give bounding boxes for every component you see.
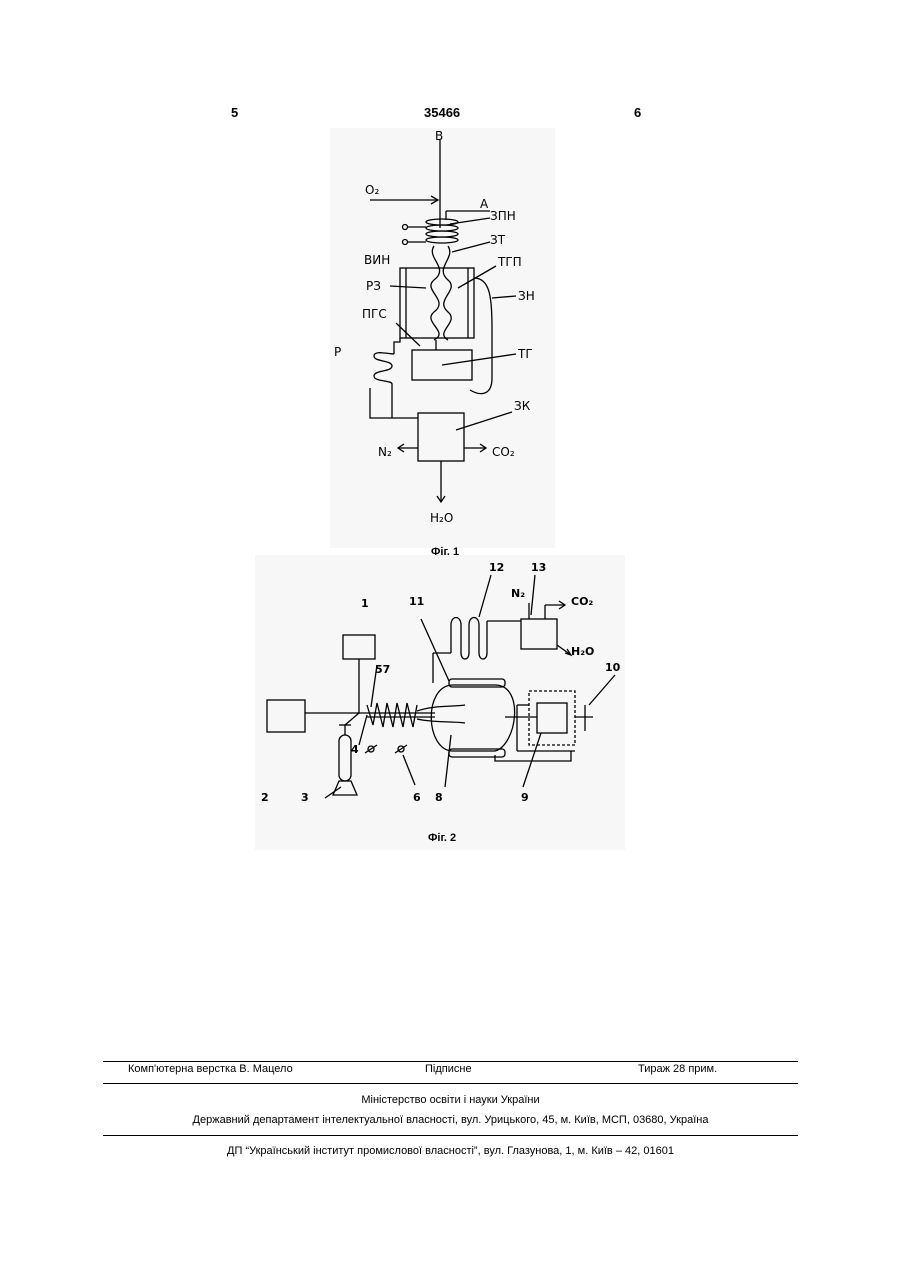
footer-divider-top: [103, 1061, 798, 1062]
label-O2: O₂: [365, 183, 379, 197]
label-8: 8: [435, 791, 443, 804]
ministry-line: Міністерство освіти і науки України: [0, 1094, 901, 1106]
figure-1-diagram: B O₂ A ЗПН ЗТ ВИН ТГП РЗ ЗН ПГС Р ТГ ЗК …: [330, 128, 555, 548]
department-line: Державний департамент інтелектуальної вл…: [0, 1114, 901, 1126]
label-H2O: H₂O: [571, 645, 594, 658]
label-PGS: ПГС: [362, 307, 387, 321]
circulation-label: Тираж 28 прим.: [638, 1063, 717, 1075]
patent-number: 35466: [424, 105, 460, 120]
label-TG: ТГ: [517, 347, 533, 361]
label-A: A: [480, 197, 489, 211]
label-13: 13: [531, 561, 546, 574]
label-1: 1: [361, 597, 369, 610]
label-R: Р: [334, 345, 341, 359]
label-ZPN: ЗПН: [490, 209, 516, 223]
label-2: 2: [261, 791, 269, 804]
label-N2: N₂: [378, 445, 392, 459]
label-H2O: H₂O: [430, 511, 453, 525]
institute-line: ДП “Український інститут промислової вла…: [0, 1145, 901, 1157]
footer-divider-bottom: [103, 1135, 798, 1136]
label-N2: N₂: [511, 587, 525, 600]
footer-divider-middle: [103, 1083, 798, 1084]
label-57: 57: [375, 663, 390, 676]
label-10: 10: [605, 661, 621, 674]
label-ZK: ЗК: [514, 399, 531, 413]
label-TGP: ТГП: [497, 255, 522, 269]
label-11: 11: [409, 595, 424, 608]
label-ZN: ЗН: [518, 289, 535, 303]
figure-2-caption: Фіг. 2: [428, 832, 456, 844]
figure-2-diagram: 1 2 3 4 57 6 8 9 10 11 12 13 N₂ CO₂ H₂O: [255, 555, 625, 850]
label-9: 9: [521, 791, 529, 804]
label-CO2: CO₂: [492, 445, 515, 459]
signed-label: Підписне: [425, 1063, 472, 1075]
label-VIN: ВИН: [364, 253, 390, 267]
layout-credit: Комп'ютерна верстка В. Мацело: [128, 1063, 293, 1075]
label-4: 4: [351, 743, 359, 756]
page-number-right: 6: [634, 105, 641, 120]
label-CO2: CO₂: [571, 595, 593, 608]
label-ZT: ЗТ: [490, 233, 506, 247]
label-RZ: РЗ: [366, 279, 381, 293]
label-6: 6: [413, 791, 421, 804]
label-3: 3: [301, 791, 309, 804]
page-number-left: 5: [231, 105, 238, 120]
label-12: 12: [489, 561, 504, 574]
label-B: B: [435, 129, 443, 143]
